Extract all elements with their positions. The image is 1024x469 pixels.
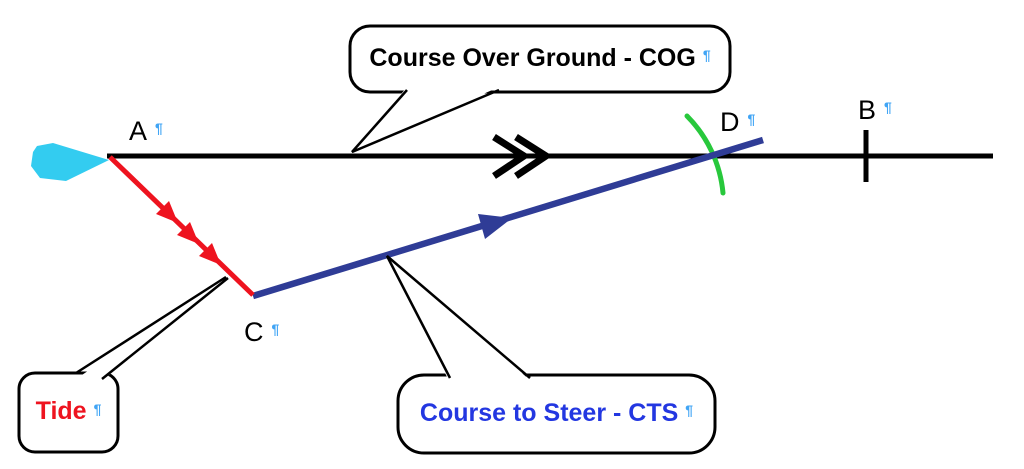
point-a-label: A ¶ xyxy=(129,118,163,145)
tide-callout-tail xyxy=(76,277,227,380)
cts-callout-label: Course to Steer - CTS ¶ xyxy=(398,375,715,451)
tide-arrowhead-icon xyxy=(199,243,221,265)
tide-callout-label: Tide ¶ xyxy=(19,373,118,450)
point-a-letter: A xyxy=(129,116,148,146)
tide-callout-text: Tide xyxy=(35,397,87,425)
pilcrow-mark: ¶ xyxy=(747,111,756,127)
cts-callout-text: Course to Steer - CTS xyxy=(419,398,679,427)
pilcrow-mark: ¶ xyxy=(685,402,694,418)
pilcrow-mark: ¶ xyxy=(271,321,280,337)
cts-callout-tail-outline xyxy=(385,255,531,379)
cog-callout-label: Course Over Ground - COG ¶ xyxy=(350,26,730,90)
point-c-label: C ¶ xyxy=(244,319,279,346)
cts-callout-bubble xyxy=(396,373,717,455)
tide-callout-tail-outline xyxy=(75,275,229,380)
pilcrow-mark: ¶ xyxy=(93,400,102,417)
point-d-label: D ¶ xyxy=(720,109,755,136)
tide-arrowhead-icon xyxy=(177,222,199,244)
point-d-letter: D xyxy=(720,107,740,137)
tide-arrowhead-icon xyxy=(156,201,178,223)
tide-line xyxy=(108,155,255,297)
pilcrow-mark: ¶ xyxy=(702,47,711,63)
range-arc xyxy=(684,113,726,196)
cog-callout-text: Course Over Ground - COG xyxy=(369,43,696,72)
cog-callout-tail-outline xyxy=(351,88,500,154)
tide-callout-bubble xyxy=(17,371,120,454)
boat-icon xyxy=(31,143,109,181)
cog-callout-bubble xyxy=(348,24,732,94)
point-b-label: B ¶ xyxy=(858,97,892,124)
pilcrow-mark: ¶ xyxy=(155,120,163,136)
cts-arrowhead-icon xyxy=(478,214,512,239)
point-c-letter: C xyxy=(244,317,264,347)
cog-direction-chevrons-icon xyxy=(492,134,553,179)
pilcrow-mark: ¶ xyxy=(884,99,892,115)
point-b-letter: B xyxy=(858,95,877,125)
